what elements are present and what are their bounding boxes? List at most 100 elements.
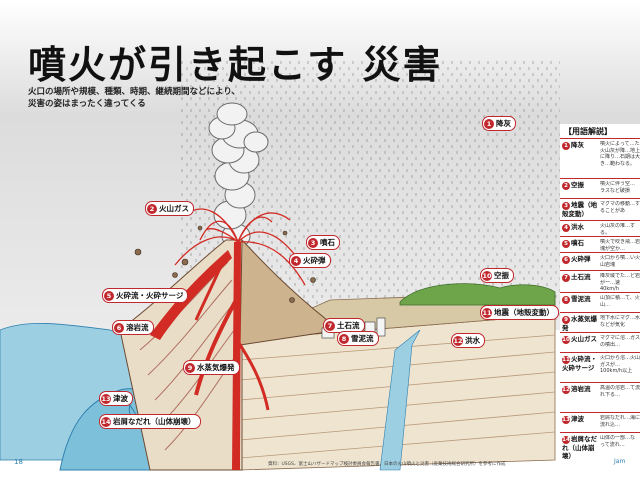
label-text: 降灰 [496,119,511,128]
label-text: 火砕流・火砕サージ [116,291,184,300]
label-number: 8 [339,333,349,344]
glossary-term: 火砕弾 [571,255,591,263]
glossary-desc: マグマに溶…ガスの噴出… [600,335,640,348]
label-text: 空振 [494,271,509,280]
glossary-desc: 山頂に積…て、火山… [600,295,640,308]
label-number: 10 [482,270,492,281]
volcanic-bombs [174,208,306,286]
page-title: 噴火が引き起こす 災害 [28,42,443,87]
volcano-cone [119,238,342,471]
glossary-number: 4 [562,224,570,232]
glossary-term: 雪泥流 [571,295,591,303]
glossary-desc: 噴火に伴う空…ラスなど破損 [600,181,636,194]
glossary-number: 1 [562,142,570,150]
label-text: 岩屑なだれ（山体崩壊） [113,417,196,426]
glossary-number: 12 [562,386,570,394]
glossary-number: 14 [562,436,570,444]
glossary-number: 7 [562,274,570,282]
glossary-term: 津波 [571,415,584,423]
glossary-row: 10火山ガスマグマに溶…ガスの噴出… [560,332,640,353]
glossary-row: 12溶岩流 高温の溶岩…て流れ下る… [560,382,640,413]
glossary-number: 13 [562,416,570,424]
glossary-term: 火砕流・火砕サージ [562,355,597,372]
label-number: 14 [101,416,111,427]
subtitle-line: 災害の姿はまったく違ってくる [28,99,146,109]
label-text: 水蒸気爆発 [197,363,235,372]
label-text: 雪泥流 [351,334,374,343]
label-number: 3 [308,237,318,248]
label-number: 2 [147,203,157,214]
glossary-desc: 地下水にマグ…水などが気化 [600,315,640,328]
glossary-desc: 山体の一部…なって流れ… [600,435,636,448]
label-text: 噴石 [320,238,335,247]
glossary-desc: 岩屑なだれ…海に流れ込… [600,415,640,428]
label-number: 5 [104,290,114,301]
glossary-desc: 高温の溶岩…て流れ下る… [600,385,640,398]
glossary-number: 6 [562,256,570,264]
glossary-number: 2 [562,182,570,190]
label-text: 地震（地殻変動） [494,308,554,317]
ground-cross-section [239,283,556,471]
glossary-term: 火山ガス [571,335,597,343]
source-footnote: 資料：USGS、富士山ハザードマップ検討委員会報告書、日本の火山噴火と災害（産業… [268,462,506,467]
page-subtitle: 火口の場所や規模、種類、時期、継続期間などにより、 災害の姿はまったく違ってくる [28,86,240,110]
glossary-number: 8 [562,296,570,304]
glossary-desc: 火口から噴…い火山岩塊 [600,255,640,268]
glossary-row: 13津波 岩屑なだれ…海に流れ込… [560,412,640,433]
glossary-number: 9 [562,316,570,324]
subtitle-line: 火口の場所や規模、種類、時期、継続期間などにより、 [28,87,240,97]
label-text: 土石流 [337,321,360,330]
glossary-desc: 火山灰の堆…する。 [600,223,636,236]
label-text: 洪水 [465,336,480,345]
glossary-desc: 降灰域でた…ど岩が一…速 40km/h [600,273,640,292]
glossary-term: 地震（地殻変動） [562,201,597,218]
glossary-title: 【用語解説】 [564,127,612,136]
label-number: 9 [185,362,195,373]
glossary-term: 溶岩流 [571,385,591,393]
glossary-term: 降灰 [571,141,584,149]
glossary-term: 空振 [571,181,584,189]
glossary-term: 水蒸気爆発 [562,315,597,332]
label-number: 6 [114,322,124,333]
label-number: 11 [482,307,492,318]
glossary-desc: 噴火によって…た火山灰が降…地上に降り…石期は大き…範わなる。 [600,141,640,167]
glossary-number: 10 [562,336,570,344]
glossary-number: 11 [562,356,570,364]
glossary-term: 岩屑なだれ（山体崩壊） [562,435,597,460]
glossary-term: 洪水 [571,223,584,231]
brand-mark: Jam [614,458,626,465]
label-text: 溶岩流 [126,323,149,332]
label-number: 7 [325,320,335,331]
glossary-number: 3 [562,202,570,210]
label-number: 1 [484,118,494,129]
glossary-number: 5 [562,240,570,248]
label-number: 12 [453,335,463,346]
page-number: 18 [14,458,23,466]
glossary-desc: 噴火で吹き飛…岩塊が空か… [600,239,640,252]
glossary-row: 11火砕流・火砕サージ火口から溶…火山ガスが…100km/h以上 [560,352,640,383]
label-number: 13 [101,393,111,404]
